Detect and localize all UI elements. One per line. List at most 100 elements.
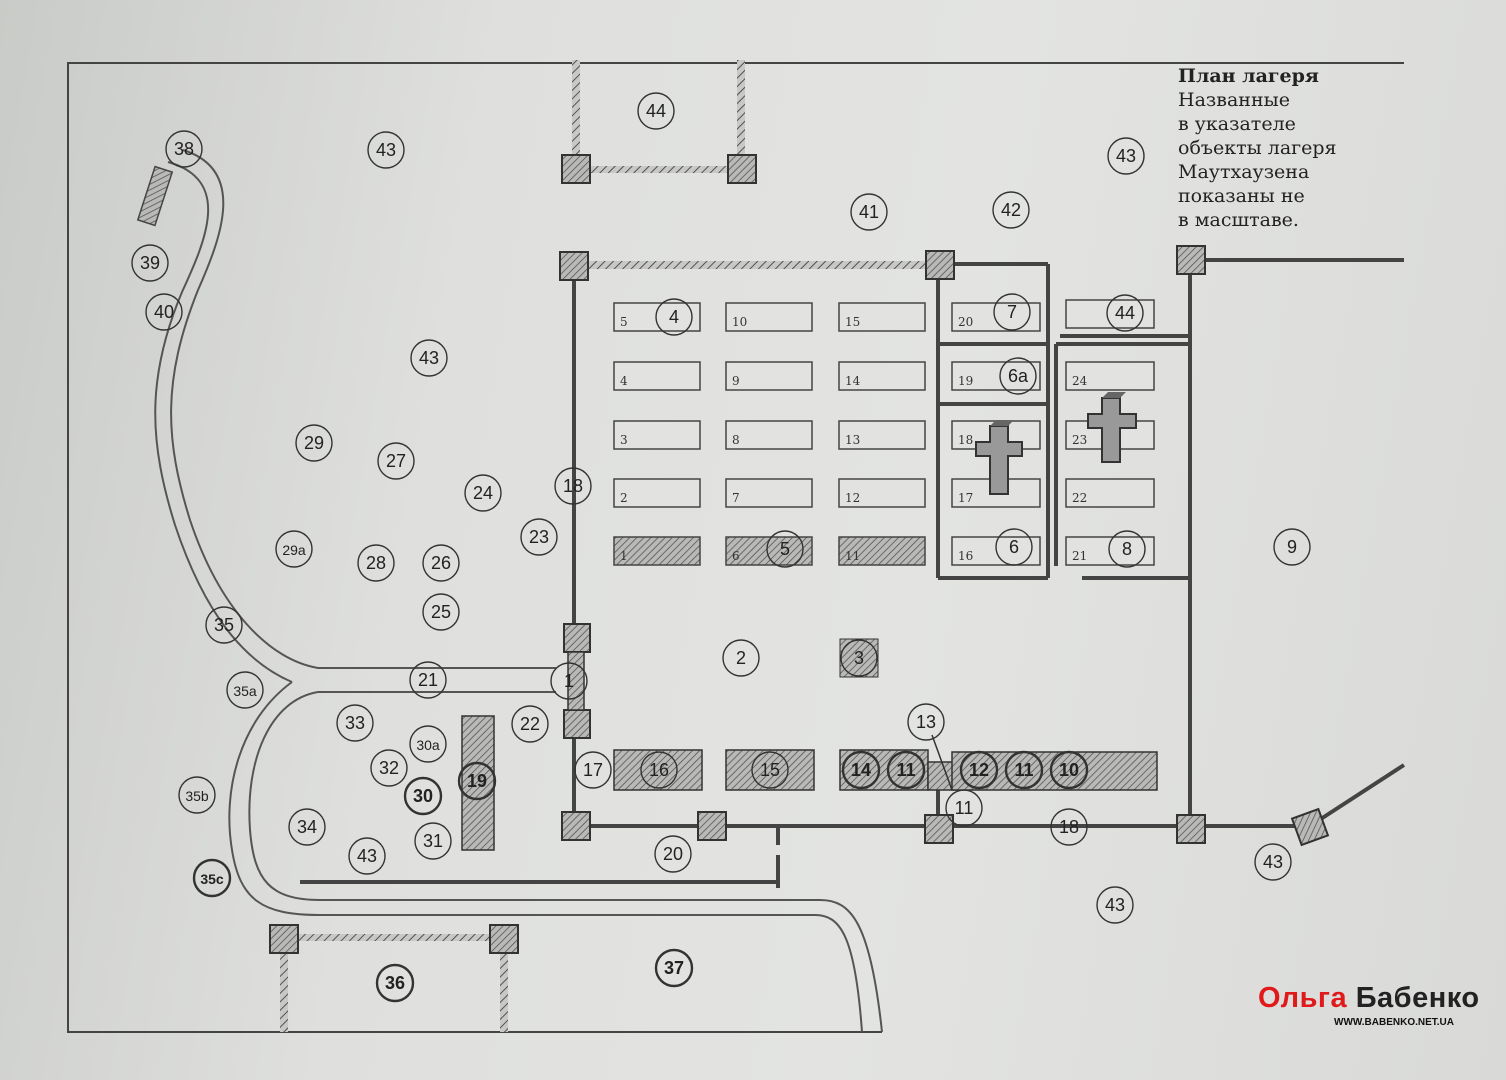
marker-label: 7: [1007, 302, 1017, 322]
marker-label: 3: [854, 648, 864, 668]
marker-15: 15: [751, 751, 789, 789]
marker-label: 34: [297, 817, 317, 837]
barrack-number: 12: [845, 491, 860, 505]
cross-icon: [975, 420, 1023, 495]
marker-label: 32: [379, 758, 399, 778]
barrack-number: 23: [1072, 433, 1087, 447]
marker-label: 25: [431, 602, 451, 622]
fence-south-top: [298, 934, 498, 941]
barrack-number: 1: [620, 549, 628, 563]
legend-line: объекты лагеря: [1178, 137, 1337, 159]
barrack-number: 15: [845, 315, 860, 329]
marker-label: 11: [896, 760, 915, 780]
marker-8: 8: [1108, 530, 1146, 568]
legend-line: в масштаве.: [1178, 209, 1299, 231]
marker-label: 42: [1001, 200, 1021, 220]
marker-label: 31: [423, 831, 443, 851]
southern-buildings: [613, 749, 1158, 791]
marker-3: 3: [840, 639, 878, 677]
barrack: 2: [613, 478, 701, 508]
marker-label: 6: [1009, 537, 1019, 557]
barrack-number: 19: [958, 374, 973, 388]
barrack-number: 20: [958, 315, 973, 329]
marker-label: 35c: [200, 871, 224, 887]
barrack: 13: [838, 420, 926, 450]
marker-43: 43: [1254, 843, 1292, 881]
fence-south-left: [280, 950, 288, 1032]
barrack-number: 24: [1072, 374, 1088, 388]
legend-line: показаны не: [1178, 185, 1305, 207]
legend-title: План лагеря: [1178, 65, 1319, 87]
marker-19: 19: [457, 761, 497, 801]
marker-label: 23: [529, 527, 549, 547]
marker-label: 41: [859, 202, 879, 222]
marker-24: 24: [464, 474, 502, 512]
barrack-number: 3: [620, 433, 628, 447]
marker-20: 20: [654, 835, 692, 873]
marker-label: 4: [669, 307, 679, 327]
barrack-number: 17: [958, 491, 973, 505]
marker-11: 11: [1004, 750, 1044, 790]
marker-label: 35a: [233, 683, 257, 699]
marker-label: 12: [969, 760, 989, 780]
marker-43: 43: [1096, 886, 1134, 924]
marker-10: 10: [1049, 750, 1089, 790]
marker-label: 14: [851, 760, 871, 780]
marker-42: 42: [992, 191, 1030, 229]
barrack-number: 22: [1072, 491, 1087, 505]
ramp-38: [136, 165, 174, 227]
marker-label: 1: [564, 671, 574, 691]
road-west-curve-inner: [154, 161, 293, 683]
barrack: 24: [1065, 361, 1155, 391]
marker-label: 11: [1014, 760, 1033, 780]
marker-39: 39: [131, 244, 169, 282]
marker-label: 28: [366, 553, 386, 573]
barrack-number: 16: [958, 549, 973, 563]
marker-label: 9: [1287, 537, 1297, 557]
marker-label: 5: [780, 539, 790, 559]
barrack-number: 7: [732, 491, 740, 505]
barrack: 10: [725, 302, 813, 332]
barrack-number: 10: [732, 315, 747, 329]
watermark-url: WWW.BABENKO.NET.UA: [1334, 1017, 1454, 1028]
marker-label: 8: [1122, 539, 1132, 559]
marker-29a: 29a: [275, 530, 313, 568]
watermark-last: Бабенко: [1355, 982, 1480, 1014]
marker-33: 33: [336, 704, 374, 742]
marker-label: 30a: [416, 737, 440, 753]
marker-35a: 35a: [226, 671, 264, 709]
marker-label: 44: [1115, 303, 1135, 323]
marker-label: 21: [418, 670, 438, 690]
marker-43: 43: [410, 339, 448, 377]
barrack-number: 14: [845, 374, 861, 388]
fence-quarry-right: [737, 60, 745, 160]
marker-25: 25: [422, 593, 460, 631]
marker-6a: 6a: [999, 357, 1037, 395]
marker-30: 30: [403, 776, 443, 816]
marker-38: 38: [165, 130, 203, 168]
marker-label: 2: [736, 648, 746, 668]
barrack: 11: [838, 536, 926, 566]
barrack: 22: [1065, 478, 1155, 508]
barrack-number: 4: [620, 374, 628, 388]
watermark: Ольга Бабенко: [1258, 982, 1480, 1015]
marker-21: 21: [409, 661, 447, 699]
marker-label: 39: [140, 253, 160, 273]
marker-37: 37: [654, 948, 694, 988]
marker-label: 29a: [282, 542, 306, 558]
marker-label: 22: [520, 714, 540, 734]
barrack-number: 13: [845, 433, 860, 447]
marker-28: 28: [357, 544, 395, 582]
marker-label: 20: [663, 844, 683, 864]
marker-41: 41: [850, 193, 888, 231]
marker-31: 31: [414, 822, 452, 860]
marker-43: 43: [1107, 137, 1145, 175]
barrack: 12: [838, 478, 926, 508]
barrack-number: 5: [620, 315, 628, 329]
marker-label: 36: [385, 973, 405, 993]
marker-label: 43: [1105, 895, 1125, 915]
marker-label: 24: [473, 483, 493, 503]
marker-34: 34: [288, 808, 326, 846]
barrack: 4: [613, 361, 701, 391]
